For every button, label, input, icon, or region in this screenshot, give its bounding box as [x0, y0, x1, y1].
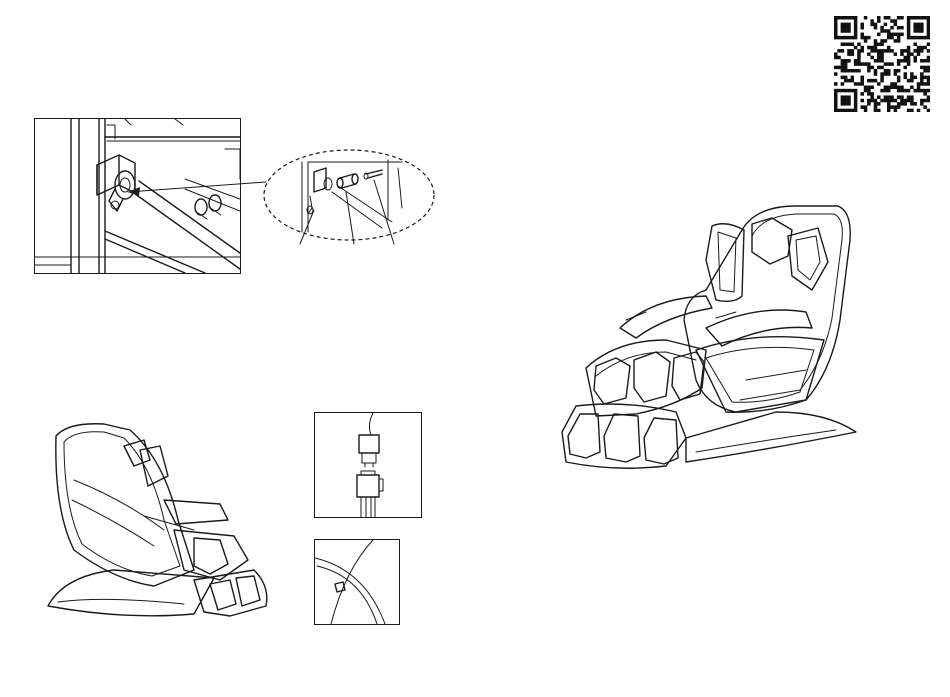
massage-chair-front [556, 200, 858, 472]
massage-chair-rear [44, 420, 272, 620]
cable-tie-inset [314, 539, 400, 625]
magnified-callout [262, 148, 436, 242]
connector-inset [314, 412, 422, 518]
